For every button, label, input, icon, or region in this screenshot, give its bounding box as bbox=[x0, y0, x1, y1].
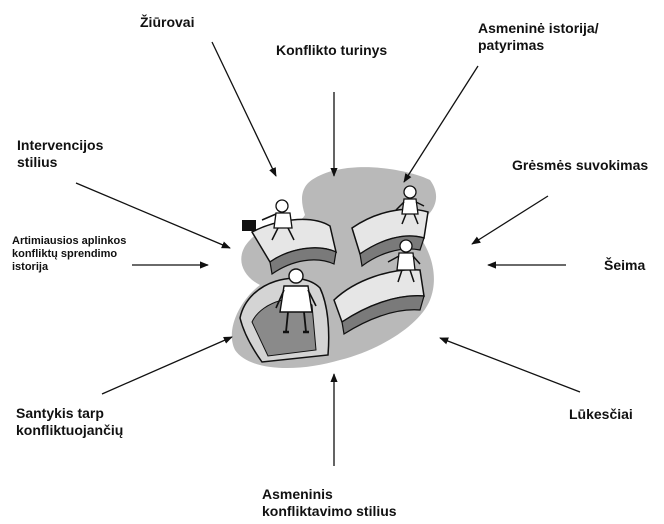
label-ziurovai: Žiūrovai bbox=[140, 14, 194, 31]
label-line: Santykis tarp bbox=[16, 405, 123, 422]
arrow-icon bbox=[404, 66, 478, 182]
label-asmeninis-stilius: Asmeninis konfliktavimo stilius bbox=[262, 486, 397, 520]
bridges-illustration bbox=[232, 167, 436, 368]
label-line: Asmeninė istorija/ bbox=[478, 20, 599, 37]
arrow-icon bbox=[102, 337, 232, 394]
label-line: Šeima bbox=[604, 257, 645, 274]
label-seima: Šeima bbox=[604, 257, 645, 274]
arrow-icon bbox=[212, 42, 276, 176]
label-asmenine-istorija: Asmeninė istorija/ patyrimas bbox=[478, 20, 599, 54]
briefcase-icon bbox=[242, 220, 256, 231]
arrow-icon bbox=[472, 196, 548, 244]
label-lukesciai: Lūkesčiai bbox=[569, 406, 633, 423]
label-line: istorija bbox=[12, 261, 126, 274]
label-gresmes-suvokimas: Grėsmės suvokimas bbox=[512, 157, 648, 174]
label-konflikto-turinys: Konflikto turinys bbox=[276, 42, 387, 59]
label-line: Žiūrovai bbox=[140, 14, 194, 31]
label-line: Lūkesčiai bbox=[569, 406, 633, 423]
label-line: Konflikto turinys bbox=[276, 42, 387, 59]
label-line: stilius bbox=[17, 154, 103, 171]
label-line: Asmeninis bbox=[262, 486, 397, 503]
label-line: konfliktų sprendimo bbox=[12, 248, 126, 261]
label-line: konfliktuojančių bbox=[16, 422, 123, 439]
label-intervencijos-stilius: Intervencijos stilius bbox=[17, 137, 103, 171]
label-santykis: Santykis tarp konfliktuojančių bbox=[16, 405, 123, 439]
label-line: Grėsmės suvokimas bbox=[512, 157, 648, 174]
label-line: Artimiausios aplinkos bbox=[12, 235, 126, 248]
arrow-icon bbox=[440, 338, 580, 392]
label-artimiausios-aplinkos: Artimiausios aplinkos konfliktų sprendim… bbox=[12, 235, 126, 274]
label-line: konfliktavimo stilius bbox=[262, 503, 397, 520]
label-line: patyrimas bbox=[478, 37, 599, 54]
label-line: Intervencijos bbox=[17, 137, 103, 154]
